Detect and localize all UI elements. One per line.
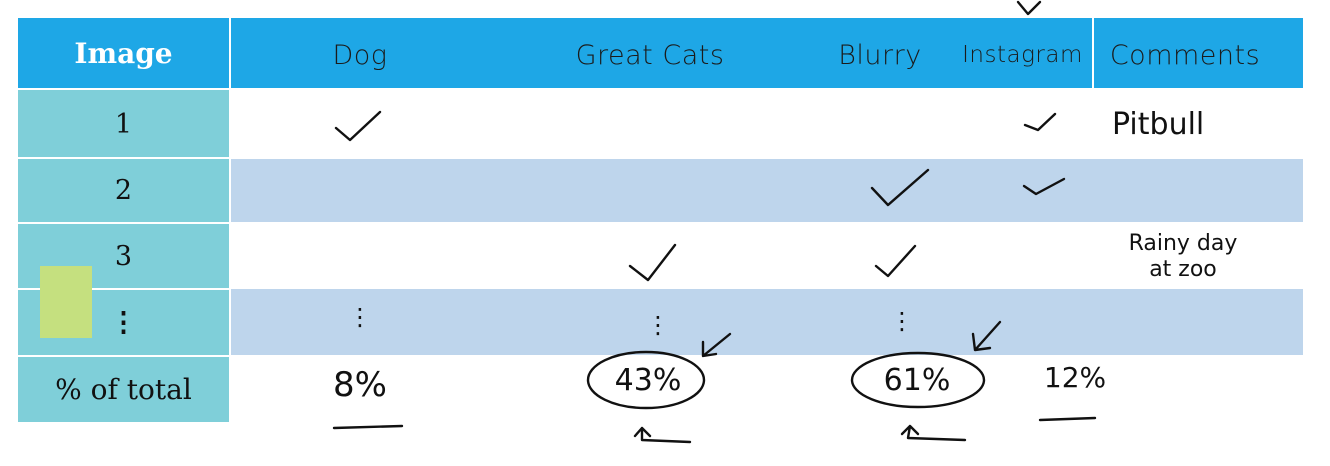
header-image-label: Image	[74, 36, 173, 70]
totals-label: % of total	[18, 357, 229, 422]
blurry-ellipsis: ⋮	[890, 307, 914, 335]
total-great-cats: 43%	[614, 362, 682, 398]
total-dog: 8%	[333, 365, 387, 405]
underline-dog	[332, 424, 404, 430]
check-row-1-instagram	[1023, 112, 1057, 132]
row-separator	[18, 222, 229, 224]
row-separator	[18, 288, 229, 290]
row-2-background	[231, 159, 1303, 222]
header-dog: Dog	[300, 20, 420, 90]
row-separator	[18, 157, 229, 159]
totals-label-text: % of total	[55, 373, 192, 406]
comment-row-3: Rainy day at zoo	[1128, 231, 1238, 282]
header-instagram: Instagram	[950, 20, 1095, 90]
header-instagram-label: Instagram	[962, 42, 1083, 68]
return-arrow-blurry	[900, 424, 967, 442]
header-blurry-label: Blurry	[838, 39, 922, 71]
underline-instagram	[1038, 416, 1097, 422]
return-arrow-great-cats	[633, 426, 692, 444]
header-separator	[229, 18, 231, 88]
header-great-cats: Great Cats	[540, 20, 760, 90]
row-separator	[18, 355, 229, 357]
row-1-index: 1	[18, 92, 229, 157]
top-arrow-mark	[1016, 0, 1042, 16]
total-blurry: 61%	[883, 362, 951, 398]
table-header-background	[18, 18, 1303, 88]
row-2-index: 2	[18, 159, 229, 222]
row-index-label: 3	[114, 240, 133, 272]
check-row-3-great-cats	[628, 243, 677, 282]
row-index-label: 2	[114, 175, 133, 206]
row-ellipsis-background	[231, 289, 1303, 355]
great-cats-ellipsis: ⋮	[646, 311, 670, 339]
comment-row-1: Pitbull	[1112, 107, 1205, 142]
row-index-label: ⋮	[110, 307, 137, 338]
total-instagram: 12%	[1043, 360, 1107, 394]
header-blurry: Blurry	[820, 20, 940, 90]
check-row-1-dog	[334, 110, 382, 142]
dog-ellipsis: ⋮	[348, 303, 372, 331]
row-ellipsis-index: ⋮	[18, 290, 229, 355]
header-separator	[1092, 18, 1094, 88]
header-great-cats-label: Great Cats	[575, 39, 725, 71]
header-comments: Comments	[1110, 20, 1260, 90]
header-comments-label: Comments	[1109, 39, 1261, 71]
header-image: Image	[18, 18, 229, 88]
first-column-background	[18, 90, 229, 422]
header-dog-label: Dog	[332, 39, 388, 71]
check-row-3-blurry	[874, 244, 917, 278]
highlight-marker	[40, 266, 92, 338]
row-3-index: 3	[18, 224, 229, 288]
row-index-label: 1	[114, 109, 133, 140]
